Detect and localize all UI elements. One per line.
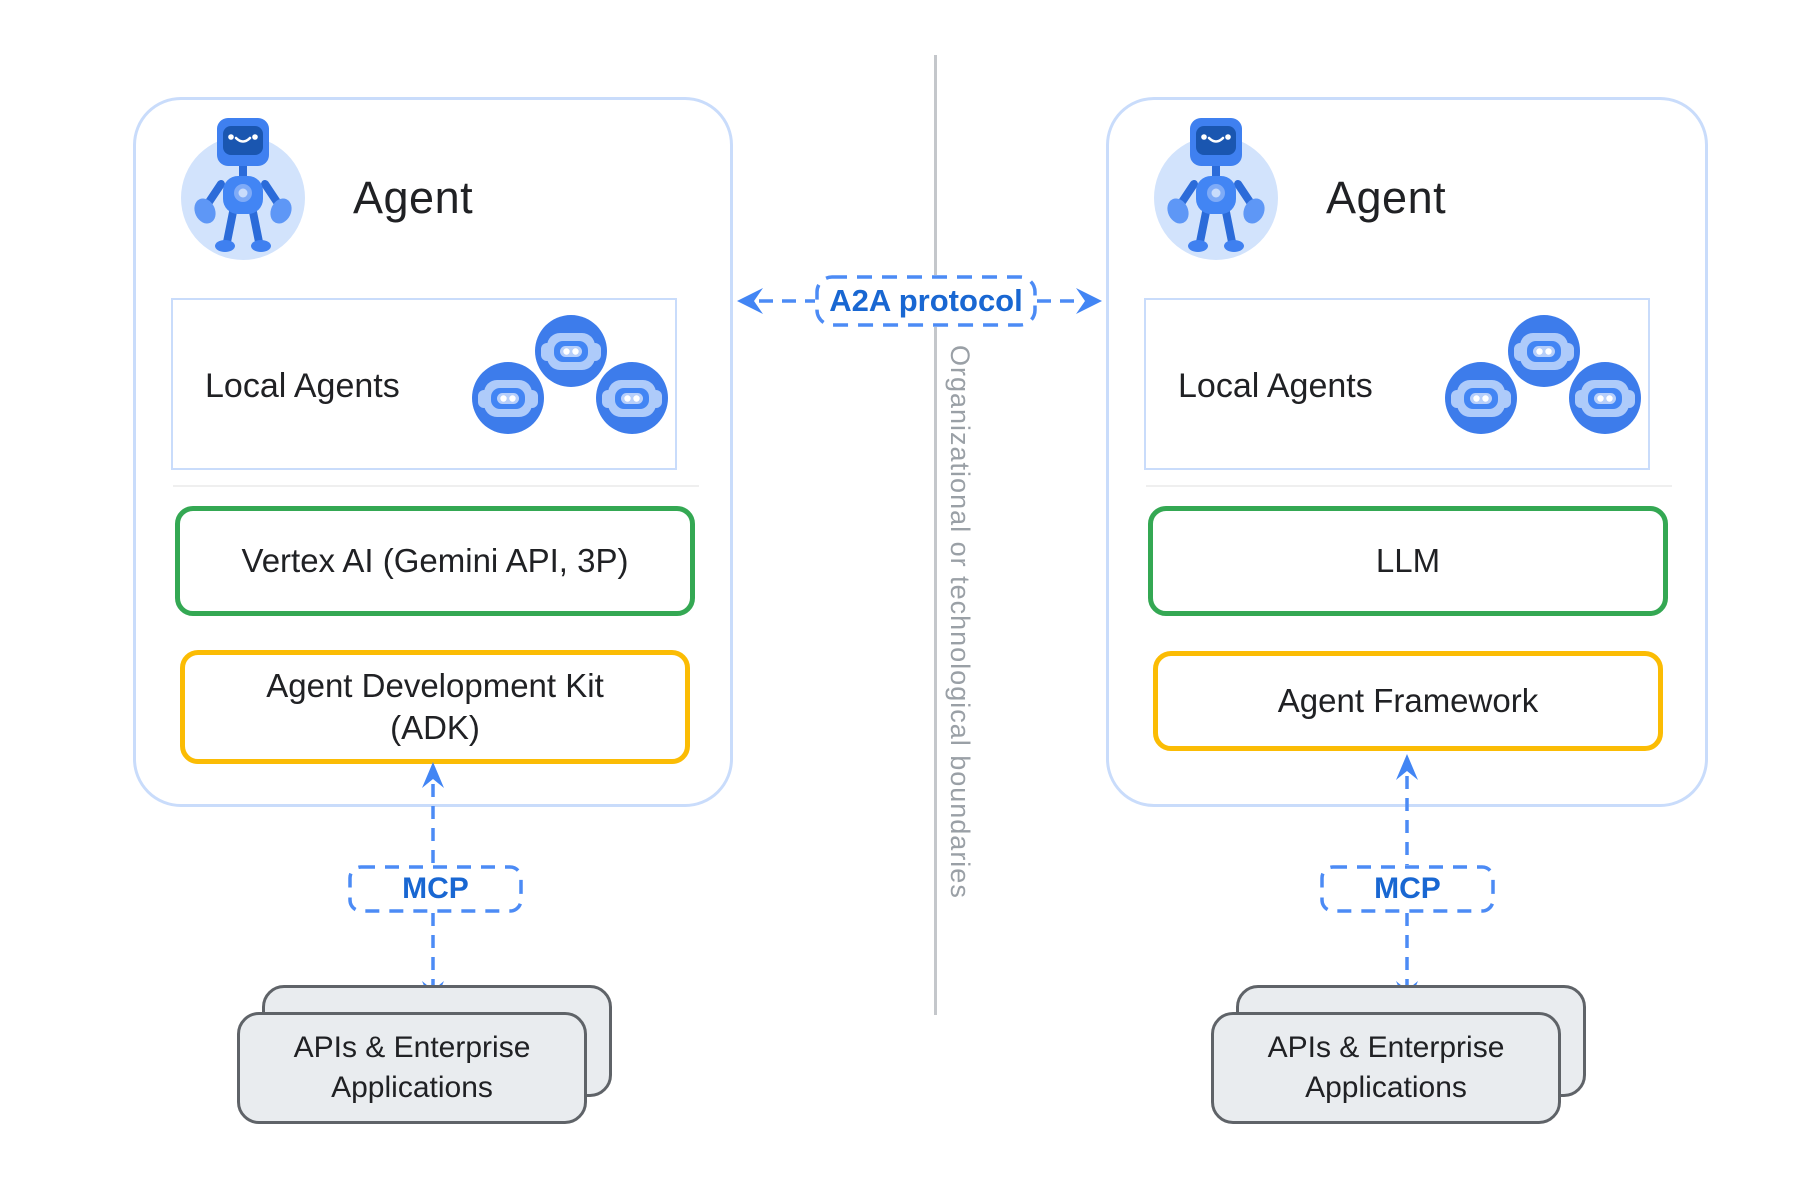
agent-robot-icon bbox=[1167, 118, 1265, 252]
robot-face-icon bbox=[1569, 362, 1641, 434]
local-agents-box: Local Agents bbox=[1144, 298, 1650, 470]
a2a-protocol-label: A2A protocol bbox=[829, 283, 1023, 318]
apis-label-line1: APIs & Enterprise bbox=[1267, 1031, 1505, 1064]
agent-robot-icon bbox=[194, 118, 292, 252]
section-separator bbox=[1146, 485, 1672, 487]
local-agents-label: Local Agents bbox=[1178, 367, 1373, 405]
mcp-label: MCP bbox=[1374, 872, 1441, 905]
local-agents-box: Local Agents bbox=[171, 298, 677, 470]
mcp-label: MCP bbox=[402, 872, 469, 905]
robot-face-icon bbox=[596, 362, 668, 434]
framework-box-line2: (ADK) bbox=[390, 709, 480, 746]
robot-face-icon bbox=[535, 315, 607, 387]
framework-box: Agent Framework bbox=[1153, 651, 1663, 751]
framework-box-line1: Agent Development Kit bbox=[266, 667, 604, 704]
framework-box-line1: Agent Framework bbox=[1277, 682, 1539, 719]
apis-label-line2: Applications bbox=[1305, 1071, 1467, 1104]
mcp-arrow-up bbox=[422, 762, 444, 865]
agent-container-left: Agent Local Agents bbox=[133, 97, 733, 807]
a2a-protocol-badge: A2A protocol bbox=[815, 275, 1037, 327]
agent-container-right: Agent Local Agents bbox=[1106, 97, 1708, 807]
mcp-dashed-border bbox=[348, 865, 523, 913]
robot-face-icon bbox=[472, 362, 544, 434]
model-box: LLM bbox=[1148, 506, 1668, 616]
robot-face-icon bbox=[1508, 315, 1580, 387]
a2a-dashed-border bbox=[815, 275, 1037, 327]
mcp-dashed-border bbox=[1320, 865, 1495, 913]
apis-card-front: APIs & Enterprise Applications bbox=[237, 1012, 587, 1124]
apis-label-line1: APIs & Enterprise bbox=[293, 1031, 531, 1064]
framework-box: Agent Development Kit (ADK) bbox=[180, 650, 690, 764]
agent-title: Agent bbox=[1326, 172, 1447, 223]
boundary-divider-line bbox=[934, 55, 937, 1015]
mcp-arrow-up bbox=[1396, 754, 1418, 865]
robot-face-icon bbox=[1445, 362, 1517, 434]
boundary-label: Organizational or technological boundari… bbox=[945, 345, 975, 899]
apis-label-line2: Applications bbox=[331, 1071, 493, 1104]
mcp-badge: MCP bbox=[1320, 865, 1495, 913]
model-box: Vertex AI (Gemini API, 3P) bbox=[175, 506, 695, 616]
apis-card-front: APIs & Enterprise Applications bbox=[1211, 1012, 1561, 1124]
section-separator bbox=[173, 485, 699, 487]
local-agents-label: Local Agents bbox=[205, 367, 400, 405]
a2a-arrows bbox=[737, 288, 1102, 314]
mcp-badge: MCP bbox=[348, 865, 523, 913]
agent-title: Agent bbox=[353, 172, 474, 223]
